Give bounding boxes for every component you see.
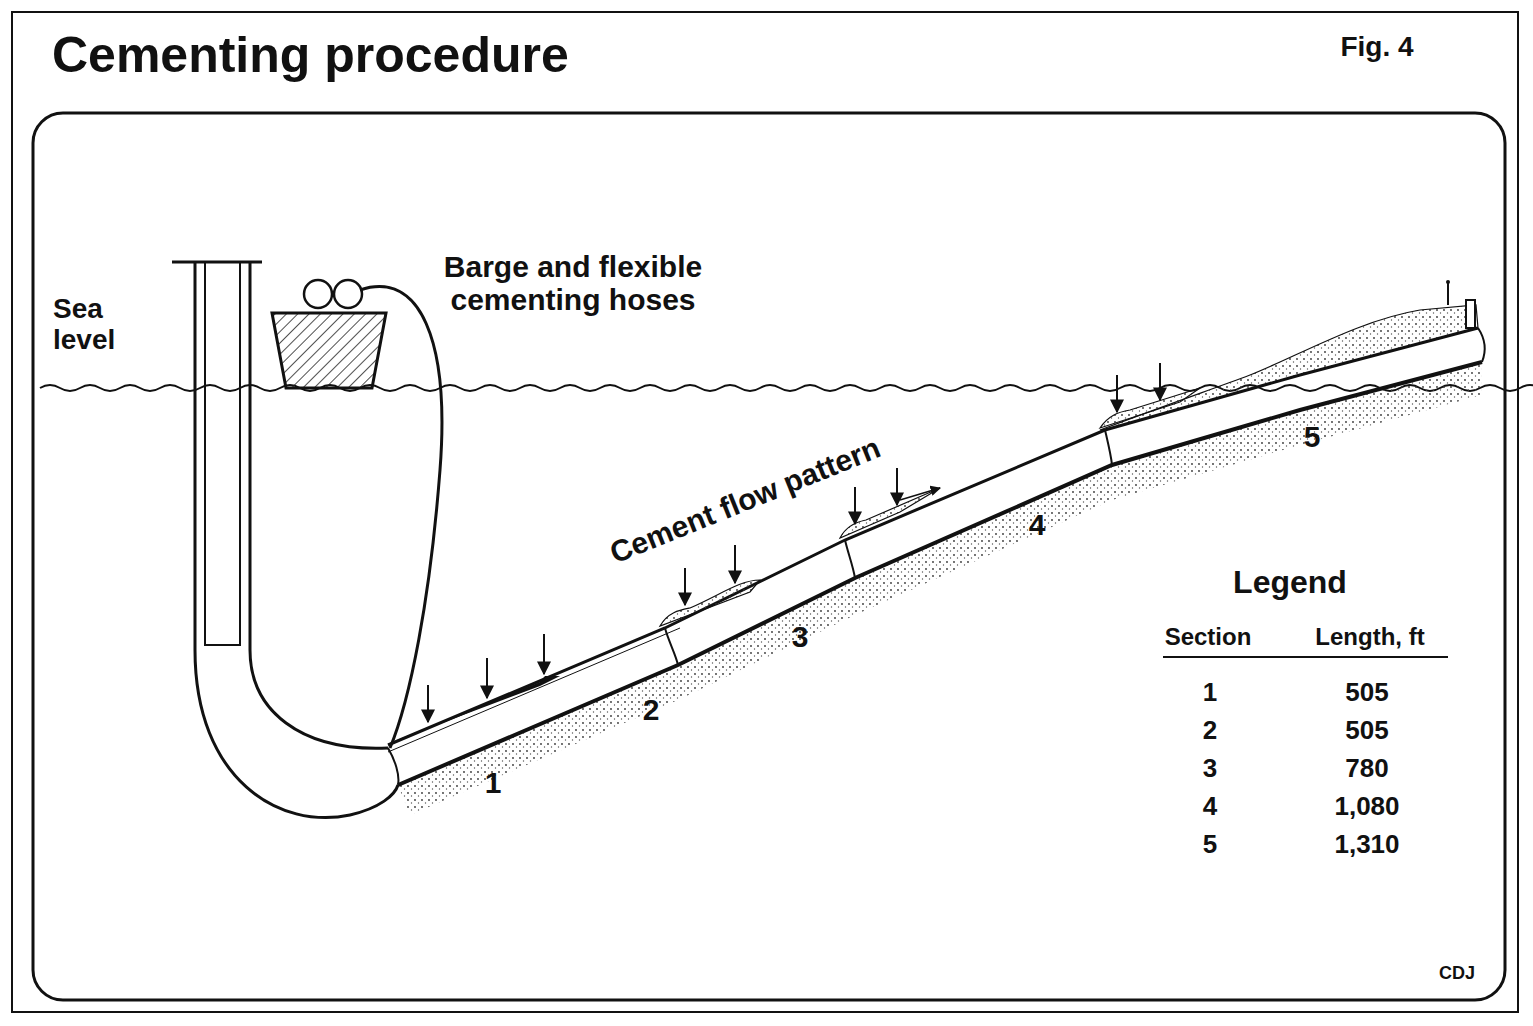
table-cell: 2 bbox=[1203, 716, 1217, 745]
shore-marker bbox=[1446, 280, 1450, 284]
table-rule bbox=[1163, 656, 1448, 658]
legend-title: Legend bbox=[1233, 565, 1347, 600]
pipeline-bottom bbox=[398, 362, 1482, 785]
table-cell: 1,080 bbox=[1334, 792, 1399, 821]
callout-label: Barge and flexible cementing hoses bbox=[408, 250, 738, 316]
table-cell: 1 bbox=[1203, 678, 1217, 707]
section-number: 3 bbox=[792, 620, 809, 653]
table-header: Length, ft bbox=[1315, 624, 1424, 650]
panel-frame bbox=[33, 113, 1505, 1000]
section-number: 5 bbox=[1304, 420, 1321, 453]
pipe-joint bbox=[665, 628, 678, 665]
flow-arrow bbox=[900, 488, 940, 500]
cement-deposit bbox=[1100, 388, 1200, 428]
table-cell: 505 bbox=[1345, 716, 1388, 745]
pipe-inner-line bbox=[388, 628, 680, 752]
shore-post bbox=[1466, 300, 1475, 328]
riser-tube bbox=[205, 262, 240, 645]
outer-frame bbox=[12, 12, 1518, 1012]
pipe-joint bbox=[845, 540, 855, 578]
section-number: 2 bbox=[643, 693, 660, 726]
callout-label: Cement flow pattern bbox=[605, 431, 885, 570]
cement-arrows bbox=[428, 363, 1160, 722]
section-number: 4 bbox=[1029, 508, 1046, 541]
table-cell: 780 bbox=[1345, 754, 1388, 783]
table-header: Section bbox=[1165, 624, 1252, 650]
cement-tank bbox=[334, 280, 362, 308]
table-cell: 5 bbox=[1203, 830, 1217, 859]
table-cell: 4 bbox=[1203, 792, 1217, 821]
cement-tank bbox=[304, 280, 332, 308]
table-cell: 3 bbox=[1203, 754, 1217, 783]
cement-deposit bbox=[660, 580, 760, 626]
pipe-entry bbox=[388, 748, 398, 785]
title: Cementing procedure bbox=[52, 28, 569, 83]
cement-layer bbox=[392, 676, 560, 742]
figure-number: Fig. 4 bbox=[1340, 32, 1413, 63]
table-cell: 505 bbox=[1345, 678, 1388, 707]
barge bbox=[272, 313, 386, 388]
pipe-end bbox=[1478, 328, 1485, 362]
sea-level-line bbox=[40, 385, 1533, 391]
cementing-hose bbox=[360, 287, 442, 748]
j-tube-outer bbox=[195, 262, 398, 818]
section-number: 1 bbox=[485, 766, 502, 799]
pipe-joint bbox=[1105, 430, 1112, 465]
credit-mark: CDJ bbox=[1439, 964, 1475, 984]
sea-level-label: Sea level bbox=[53, 294, 143, 356]
cement-deposit bbox=[840, 488, 940, 538]
seabed bbox=[398, 362, 1482, 815]
j-tube-inner bbox=[250, 262, 388, 748]
table-cell: 1,310 bbox=[1334, 830, 1399, 859]
shore-marker bbox=[1447, 282, 1449, 305]
